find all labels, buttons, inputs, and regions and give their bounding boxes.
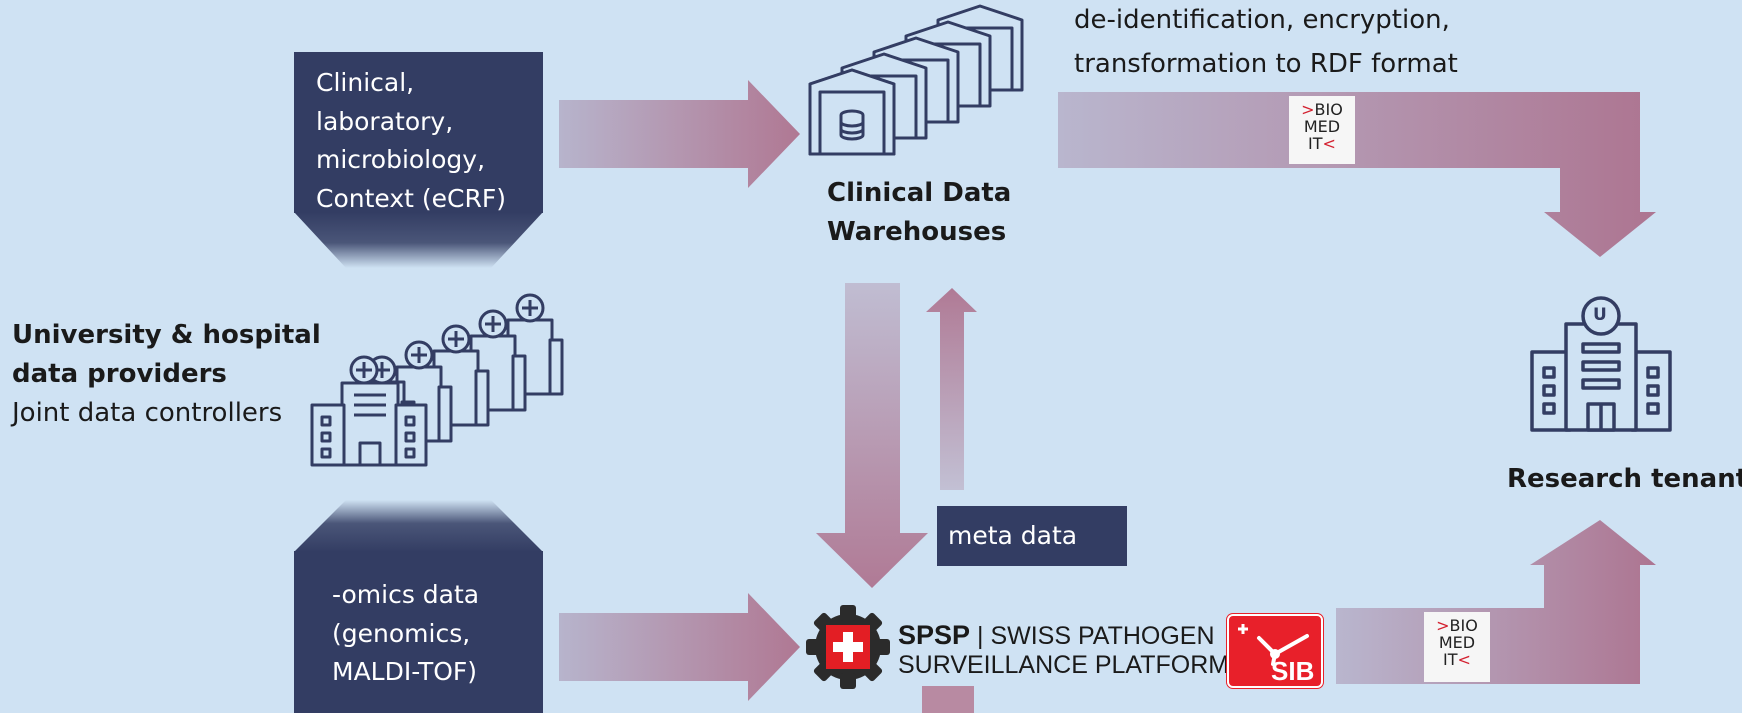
- providers-title-line2: data providers: [12, 359, 227, 389]
- process-label-line2: transformation to RDF format: [1074, 49, 1458, 79]
- omics-data-box: -omics data (genomics, MALDI-TOF): [294, 551, 543, 713]
- spsp-short: SPSP: [898, 620, 971, 650]
- spsp-name-line2: SURVEILLANCE PLATFORM: [898, 651, 1230, 679]
- spsp-cross-gear-icon: [806, 605, 890, 689]
- hospital-sign-letter: U: [1593, 305, 1607, 325]
- arrow-spsp-to-research: [1336, 520, 1656, 684]
- providers-title-line1: University & hospital: [12, 320, 321, 350]
- meta-data-box: meta data: [937, 506, 1127, 566]
- process-label-line1: de-identification, encryption,: [1074, 5, 1450, 35]
- arrow-spsp-down-stub: [922, 686, 974, 713]
- sib-network-icon: [1238, 624, 1309, 666]
- spsp-title-line1: SPSP | SWISS PATHOGEN: [898, 620, 1215, 651]
- providers-subtitle: Joint data controllers: [12, 398, 283, 428]
- arrow-omics-to-spsp: [559, 593, 800, 701]
- clinical-box-chevron: [294, 212, 543, 268]
- biomed-it-logo-top: >BIO MED IT<: [1289, 96, 1355, 164]
- omics-box-chevron: [294, 500, 543, 552]
- spsp-name-line1: | SWISS PATHOGEN: [977, 622, 1215, 650]
- biomed-it-logo-bottom: >BIO MED IT<: [1424, 612, 1490, 682]
- sib-text: SIB: [1271, 656, 1315, 686]
- arrow-warehouse-to-research: [1058, 92, 1656, 257]
- hospital-stack-icon: [310, 293, 564, 467]
- omics-data-text: -omics data (genomics, MALDI-TOF): [332, 580, 480, 686]
- clinical-data-text: Clinical, laboratory, microbiology, Cont…: [316, 68, 506, 213]
- meta-data-text: meta data: [948, 521, 1078, 550]
- research-tenant-label: Research tenant: [1507, 464, 1742, 494]
- arrow-warehouse-to-spsp: [816, 283, 928, 588]
- building-stack-icon: [808, 4, 1024, 156]
- sib-logo: SIB: [1227, 614, 1323, 688]
- warehouse-label-line1: Clinical Data: [827, 178, 1012, 208]
- arrow-metadata-up: [926, 288, 977, 490]
- warehouse-label-line2: Warehouses: [827, 217, 1007, 247]
- arrow-clinical-to-warehouse: [559, 80, 800, 188]
- clinical-data-box: Clinical, laboratory, microbiology, Cont…: [294, 52, 543, 213]
- university-hospital-icon: [1530, 296, 1672, 432]
